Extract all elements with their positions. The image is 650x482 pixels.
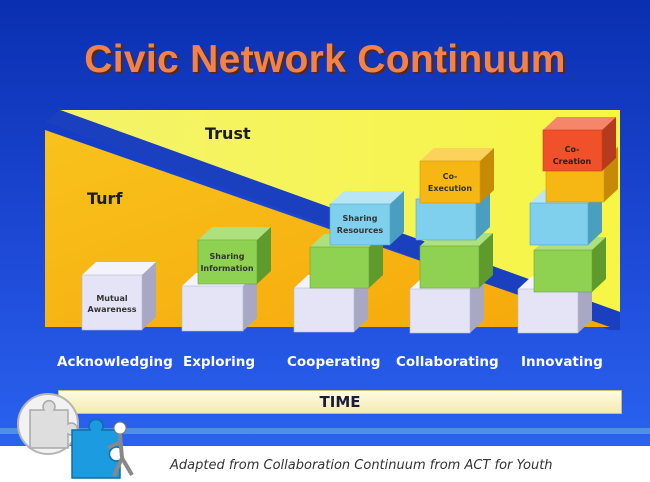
block-sharing-information-line1: Sharing — [210, 252, 245, 261]
stack-cooperating: Sharing Resources — [293, 191, 404, 333]
block-base-collaborating — [409, 288, 471, 334]
block-green-collaborating — [419, 245, 480, 289]
caption: Adapted from Collaboration Continuum fro… — [170, 458, 553, 473]
puzzle-figure-icon — [17, 393, 134, 479]
stage-label-collaborating: Collaborating — [396, 354, 499, 370]
slide-title: Civic Network Continuum — [84, 38, 566, 81]
block-co-execution-line1: Co- — [443, 172, 458, 181]
stack-collaborating: Co- Execution — [409, 148, 494, 334]
stage-label-innovating: Innovating — [521, 354, 603, 370]
block-co-creation-line2: Creation — [553, 157, 592, 166]
block-cyan-collaborating — [415, 198, 477, 241]
block-co-execution-line2: Execution — [428, 184, 473, 193]
block-mutual-awareness: Mutual Awareness — [81, 262, 156, 331]
block-base-innovating — [517, 288, 579, 334]
time-bar: TIME — [58, 390, 622, 414]
block-base-exploring — [181, 285, 244, 332]
block-mutual-awareness-line2: Awareness — [88, 305, 137, 314]
block-sharing-information-line2: Information — [200, 264, 253, 273]
stack-exploring: Sharing Information — [181, 227, 271, 332]
block-green-cooperating — [309, 246, 370, 289]
block-co-creation-line1: Co- — [565, 145, 580, 154]
time-label: TIME — [319, 393, 361, 411]
turf-label: Turf — [87, 189, 123, 208]
block-mutual-awareness-line1: Mutual — [96, 294, 128, 303]
block-sharing-resources-line1: Sharing — [343, 214, 378, 223]
stack-innovating: Co- Creation — [517, 117, 618, 334]
trust-label: Trust — [205, 124, 251, 143]
block-base-cooperating — [293, 287, 355, 333]
block-sharing-resources-line2: Resources — [337, 226, 384, 235]
stage-label-acknowledging: Acknowledging — [57, 354, 173, 370]
stage-label-exploring: Exploring — [183, 354, 256, 370]
stage-label-cooperating: Cooperating — [287, 354, 381, 370]
footer-stripe — [0, 428, 650, 434]
block-green-innovating — [533, 249, 593, 293]
block-cyan-innovating — [529, 202, 589, 246]
